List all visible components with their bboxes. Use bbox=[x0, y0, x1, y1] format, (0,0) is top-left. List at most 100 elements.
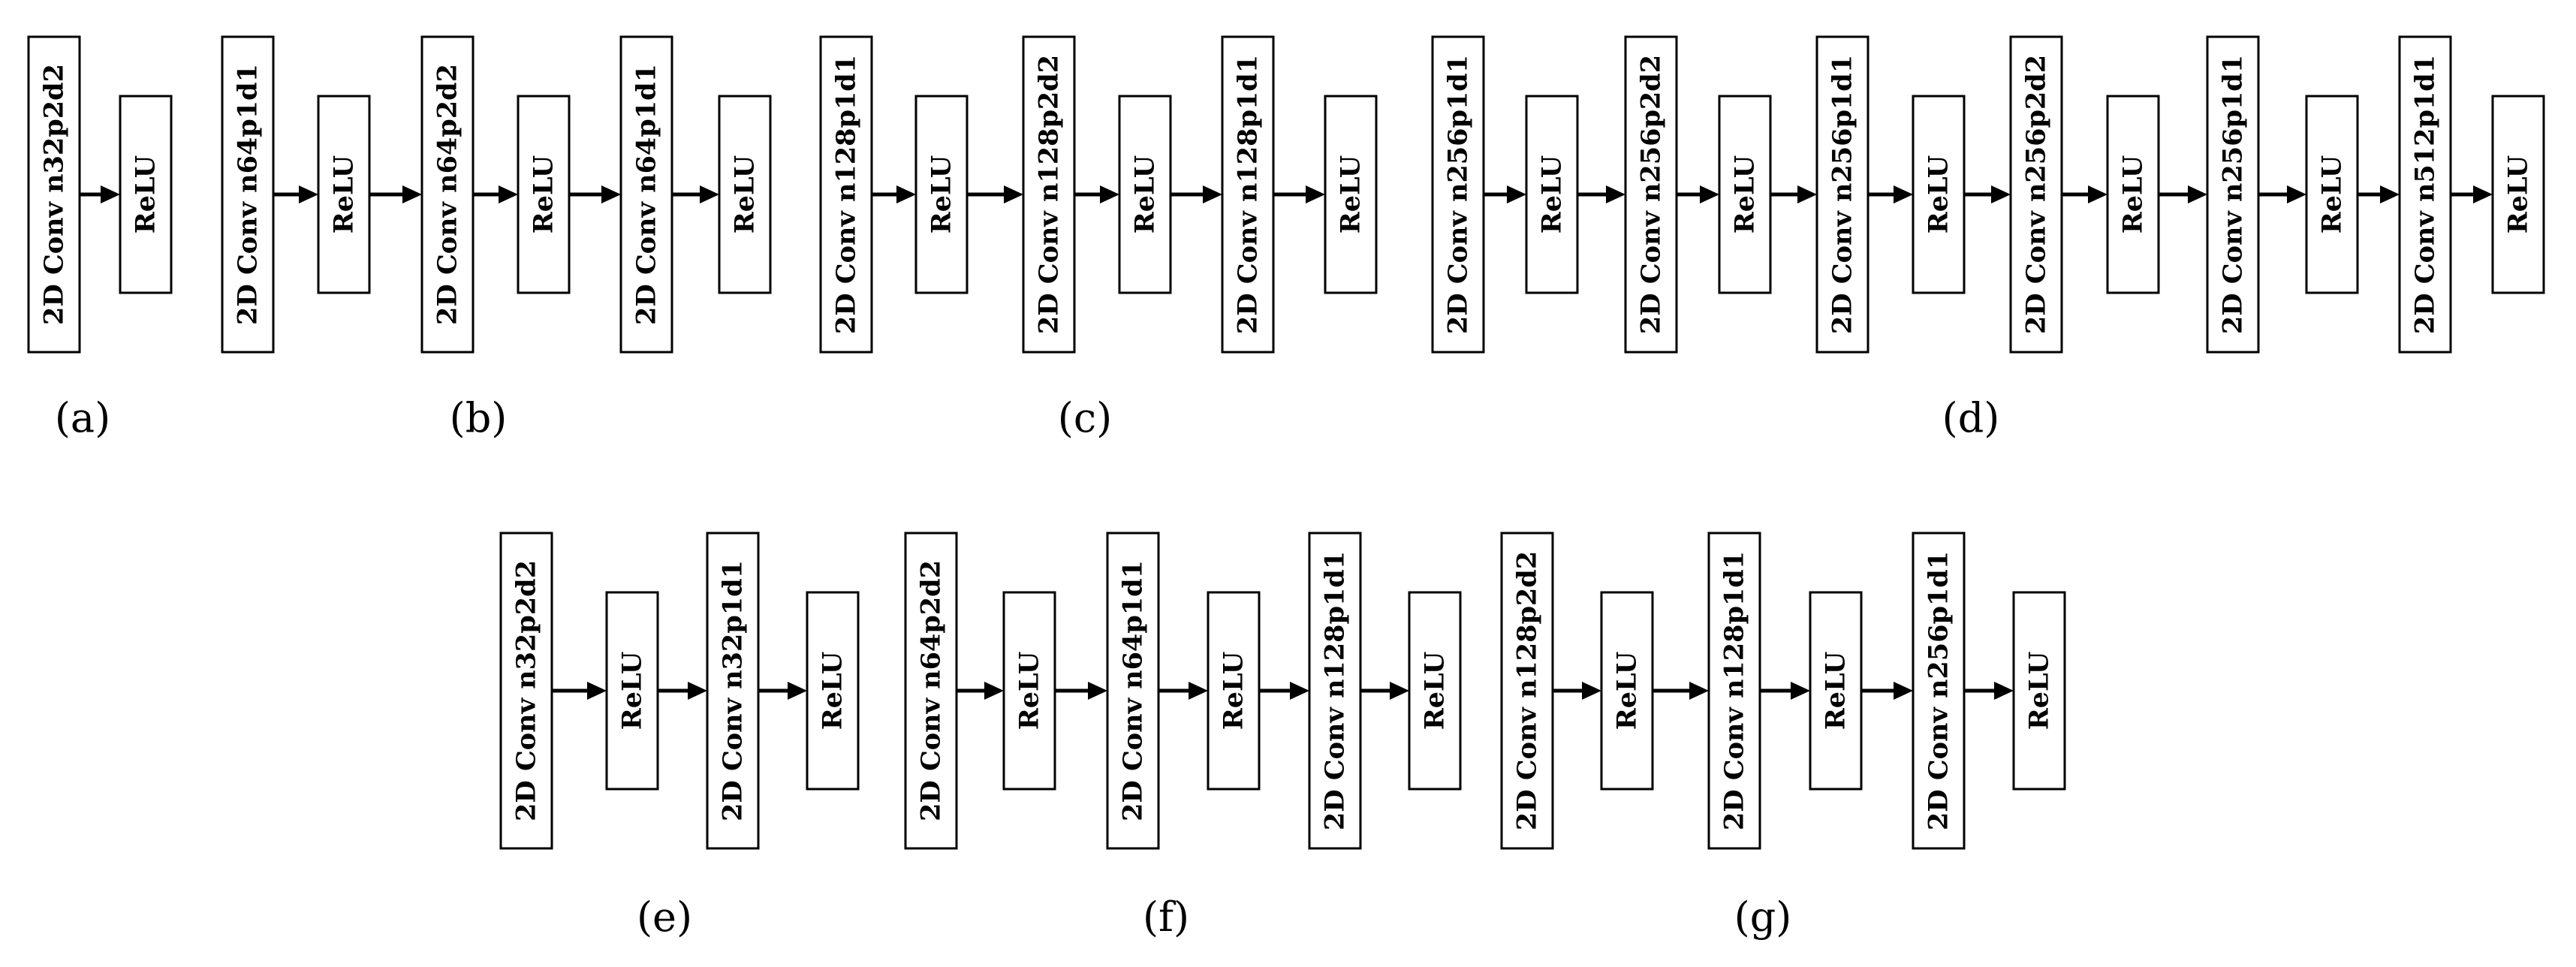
relu-layer-label: ReLU bbox=[2118, 155, 2149, 234]
arrow-head-icon bbox=[1189, 682, 1208, 700]
conv-layer-label: 2D Conv n64p1d1 bbox=[233, 64, 264, 325]
relu-layer-label: ReLU bbox=[529, 155, 559, 234]
conv-layer-box bbox=[1308, 532, 1362, 850]
relu-layer-box bbox=[317, 95, 371, 294]
arrow-head-icon bbox=[499, 185, 518, 203]
arrow-head-icon bbox=[101, 185, 120, 203]
conv-layer-box bbox=[1624, 35, 1678, 354]
block-caption: (e) bbox=[637, 893, 692, 941]
conv-layer-box bbox=[1221, 35, 1275, 354]
conv-layer-box bbox=[420, 35, 475, 354]
conv-layer-label: 2D Conv n256p1d1 bbox=[1924, 551, 1954, 830]
relu-layer-label: ReLU bbox=[1219, 652, 1249, 731]
conv-layer-label: 2D Conv n256p1d1 bbox=[1443, 55, 1474, 334]
arrow-head-icon bbox=[984, 682, 1004, 700]
arrow-head-icon bbox=[2287, 185, 2306, 203]
relu-layer-box bbox=[1600, 591, 1654, 791]
relu-layer-label: ReLU bbox=[1537, 155, 1568, 234]
conv-layer-label: 2D Conv n128p2d2 bbox=[1034, 55, 1065, 334]
relu-layer-label: ReLU bbox=[730, 155, 761, 234]
arrow-head-icon bbox=[1004, 185, 1023, 203]
arrow-head-icon bbox=[2088, 185, 2107, 203]
arrow-head-icon bbox=[587, 682, 607, 700]
relu-layer-box bbox=[806, 591, 860, 791]
arrow-head-icon bbox=[1991, 185, 2011, 203]
arrow-head-icon bbox=[2473, 185, 2493, 203]
arrow-head-icon bbox=[2188, 185, 2207, 203]
conv-layer-label: 2D Conv n512p1d1 bbox=[2410, 55, 2441, 334]
relu-layer-label: ReLU bbox=[1821, 652, 1851, 731]
block-c: 2D Conv n128p1d1 ReLU 2D Conv n128p2d2 ReLU… bbox=[819, 35, 1378, 354]
block-g: 2D Conv n128p2d2 ReLU 2D Conv n128p1d1 ReLU… bbox=[1500, 532, 2066, 850]
conv-layer-box bbox=[1500, 532, 1554, 850]
conv-layer-label: 2D Conv n128p1d1 bbox=[1320, 551, 1351, 830]
block-caption: (c) bbox=[1058, 394, 1112, 441]
arrow-head-icon bbox=[1088, 682, 1107, 700]
conv-layer-box bbox=[819, 35, 873, 354]
conv-layer-label: 2D Conv n256p1d1 bbox=[1827, 55, 1858, 334]
arrow-head-icon bbox=[1100, 185, 1119, 203]
relu-layer-box bbox=[517, 95, 571, 294]
conv-layer-box bbox=[499, 532, 553, 850]
block-f: 2D Conv n64p2d2 ReLU 2D Conv n64p1d1 ReLU 2D… bbox=[904, 532, 1462, 850]
relu-layer-box bbox=[2491, 95, 2545, 294]
arrow-head-icon bbox=[402, 185, 422, 203]
block-caption: (d) bbox=[1942, 394, 2000, 441]
conv-layer-box bbox=[1815, 35, 1869, 354]
conv-layer-label: 2D Conv n128p1d1 bbox=[1233, 55, 1264, 334]
conv-layer-label: 2D Conv n128p2d2 bbox=[1512, 551, 1543, 830]
conv-layer-label: 2D Conv n64p2d2 bbox=[432, 64, 463, 325]
block-caption: (g) bbox=[1734, 893, 1792, 941]
conv-layer-label: 2D Conv n64p1d1 bbox=[1118, 560, 1149, 821]
relu-layer-label: ReLU bbox=[1924, 155, 1954, 234]
arrow-head-icon bbox=[1791, 682, 1810, 700]
conv-layer-label: 2D Conv n256p2d2 bbox=[1636, 55, 1667, 334]
arrow-head-icon bbox=[688, 682, 707, 700]
relu-layer-label: ReLU bbox=[1612, 652, 1643, 731]
relu-layer-box bbox=[1525, 95, 1579, 294]
relu-layer-box bbox=[1912, 95, 1966, 294]
arrow-head-icon bbox=[601, 185, 621, 203]
relu-layer-box bbox=[1207, 591, 1261, 791]
block-d: 2D Conv n256p1d1 ReLU 2D Conv n256p2d2 ReLU… bbox=[1431, 35, 2545, 354]
relu-layer-box bbox=[1002, 591, 1056, 791]
relu-layer-label: ReLU bbox=[926, 155, 957, 234]
conv-layer-box bbox=[619, 35, 673, 354]
arrow-head-icon bbox=[1290, 682, 1309, 700]
conv-layer-label: 2D Conv n256p1d1 bbox=[2218, 55, 2249, 334]
conv-layer-label: 2D Conv n32p1d1 bbox=[718, 560, 749, 821]
conv-layer-box bbox=[221, 35, 275, 354]
arrow-head-icon bbox=[1700, 185, 1719, 203]
arrow-head-icon bbox=[1390, 682, 1409, 700]
relu-layer-label: ReLU bbox=[1420, 652, 1451, 731]
arrow-head-icon bbox=[1894, 185, 1913, 203]
block-caption: (b) bbox=[450, 394, 508, 441]
conv-layer-label: 2D Conv n32p2d2 bbox=[511, 560, 542, 821]
relu-layer-label: ReLU bbox=[2503, 155, 2534, 234]
arrow-head-icon bbox=[1689, 682, 1709, 700]
relu-layer-label: ReLU bbox=[2317, 155, 2348, 234]
conv-layer-label: 2D Conv n128p1d1 bbox=[831, 55, 862, 334]
arrow-head-icon bbox=[1994, 682, 2014, 700]
relu-layer-box bbox=[1324, 95, 1378, 294]
arrow-head-icon bbox=[1797, 185, 1817, 203]
arrow-head-icon bbox=[700, 185, 719, 203]
relu-layer-box bbox=[1718, 95, 1772, 294]
arrow-head-icon bbox=[2380, 185, 2400, 203]
relu-layer-label: ReLU bbox=[1336, 155, 1366, 234]
conv-layer-box bbox=[1912, 532, 1966, 850]
arrow-head-icon bbox=[299, 185, 318, 203]
conv-layer-label: 2D Conv n64p2d2 bbox=[916, 560, 947, 821]
block-caption: (f) bbox=[1143, 893, 1189, 941]
conv-layer-box bbox=[1707, 532, 1761, 850]
conv-layer-label: 2D Conv n128p1d1 bbox=[1719, 551, 1750, 830]
arrow-head-icon bbox=[896, 185, 916, 203]
conv-layer-label: 2D Conv n32p2d2 bbox=[39, 64, 70, 325]
conv-layer-label: 2D Conv n256p2d2 bbox=[2021, 55, 2052, 334]
conv-layer-box bbox=[2206, 35, 2260, 354]
